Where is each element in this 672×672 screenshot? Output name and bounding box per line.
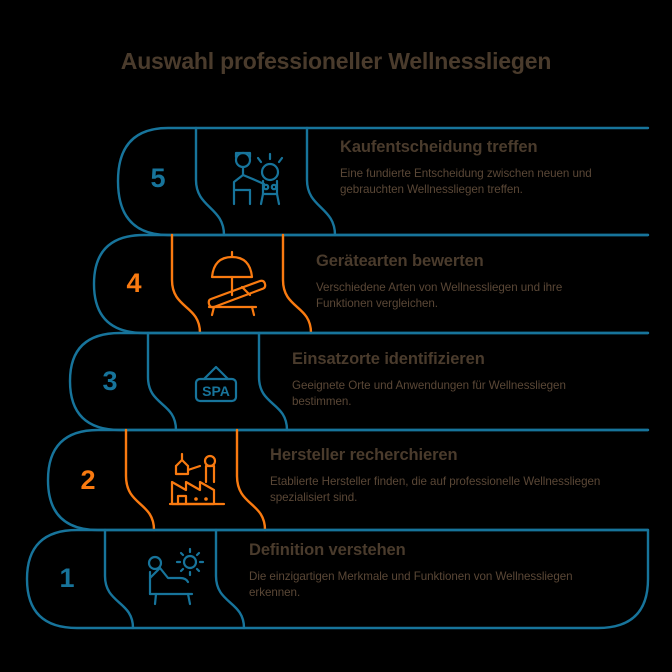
consultation-person-icon (232, 151, 284, 206)
step-text-1: Definition verstehen Die einzigartigen M… (249, 541, 594, 601)
step-number-2: 2 (80, 465, 96, 495)
step-text-5: Kaufentscheidung treffen Eine fundierte … (340, 138, 630, 198)
row3-outline (68, 331, 650, 432)
step-text-3: Einsatzorte identifizieren Geeignete Ort… (292, 350, 602, 410)
page-title: Auswahl professioneller Wellnessliegen (120, 48, 552, 74)
row3-divider-a (146, 331, 178, 432)
step-heading-5: Kaufentscheidung treffen (340, 138, 538, 156)
step-description-1: Die einzigartigen Merkmale und Funktione… (249, 570, 573, 599)
row4-outline (92, 233, 650, 335)
step-description-3: Geeignete Orte und Anwendungen für Welln… (292, 379, 566, 408)
row1-outline (25, 528, 650, 630)
row5-divider-b (305, 126, 337, 237)
row5-outline (116, 126, 650, 237)
step-heading-2: Hersteller recherchieren (270, 446, 458, 464)
row1-divider-b (214, 528, 246, 630)
step-number-5: 5 (150, 163, 166, 193)
step-text-2: Hersteller recherchieren Etablierte Hers… (270, 446, 605, 506)
spa-sign-icon: SPA (194, 365, 238, 403)
person-lounger-sun-icon (147, 547, 205, 606)
factory-icon (168, 452, 226, 506)
step-number-1: 1 (59, 563, 75, 593)
step-text-4: Gerätearten bewerten Verschiedene Arten … (316, 252, 616, 312)
step-heading-4: Gerätearten bewerten (316, 252, 484, 270)
row2-divider-a (124, 428, 156, 532)
step-description-5: Eine fundierte Entscheidung zwischen neu… (340, 167, 592, 196)
row4-divider-a (170, 233, 202, 335)
row5-divider-a (194, 126, 226, 237)
row2-outline (46, 428, 650, 532)
row3-divider-b (257, 331, 289, 432)
svg-text:SPA: SPA (202, 383, 230, 399)
sun-lounger-parasol-icon (207, 250, 267, 317)
step-heading-1: Definition verstehen (249, 541, 406, 559)
step-description-4: Verschiedene Arten von Wellnessliegen un… (316, 281, 563, 310)
row1-divider-a (103, 528, 135, 630)
step-number-4: 4 (126, 268, 142, 298)
step-description-2: Etablierte Hersteller finden, die auf pr… (270, 475, 601, 504)
row4-divider-b (281, 233, 313, 335)
step-heading-3: Einsatzorte identifizieren (292, 350, 485, 368)
row2-divider-b (235, 428, 267, 532)
step-number-3: 3 (102, 366, 118, 396)
